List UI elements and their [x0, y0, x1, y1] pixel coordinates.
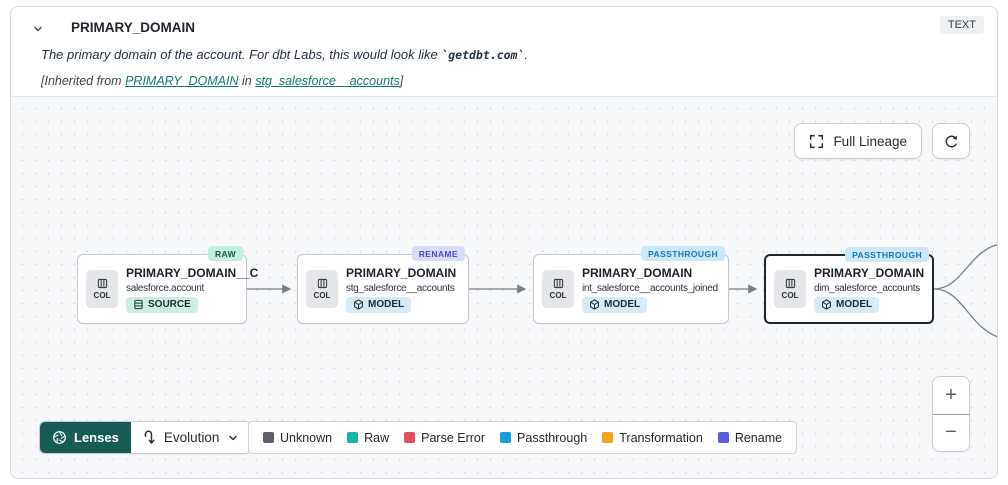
inherited-from-line: [Inherited from PRIMARY_DOMAIN in stg_sa…	[41, 74, 404, 88]
legend-swatch	[500, 432, 512, 443]
model-icon	[590, 299, 599, 310]
node-subtitle: stg_salesforce__accounts	[346, 282, 455, 294]
lineage-node-dim-selected[interactable]: PASSTHROUGH COL PRIMARY_DOMAIN dim_sales…	[764, 247, 934, 324]
lens-selector-dropdown[interactable]: Evolution	[130, 422, 251, 453]
col-chip-label: COL	[549, 291, 567, 300]
column-description: The primary domain of the account. For d…	[41, 47, 529, 62]
node-body: PRIMARY_DOMAIN dim_salesforce_accounts M…	[814, 266, 924, 313]
resource-badge: SOURCE	[126, 296, 198, 313]
selected-lens-label: Evolution	[163, 430, 220, 445]
lineage-node-staging[interactable]: RENAME COL PRIMARY_DOMAIN stg_salesforce…	[297, 246, 469, 324]
status-badge: PASSTHROUGH	[845, 247, 929, 262]
node-body: PRIMARY_DOMAIN stg_salesforce__accounts …	[346, 266, 456, 313]
resource-label: MODEL	[368, 299, 405, 310]
column-lineage-panel: PRIMARY_DOMAIN TEXT The primary domain o…	[10, 6, 998, 479]
lenses-button[interactable]: Lenses	[40, 422, 131, 453]
source-icon	[134, 299, 143, 310]
legend-item: Parse Error	[404, 431, 485, 445]
column-chip: COL	[542, 270, 574, 308]
inherited-column-link[interactable]: PRIMARY_DOMAIN	[125, 74, 239, 88]
zoom-in-button[interactable]: +	[933, 377, 969, 415]
status-badge: RENAME	[411, 246, 465, 261]
aperture-icon	[53, 431, 66, 444]
resource-badge: MODEL	[814, 296, 880, 313]
column-icon	[785, 278, 795, 289]
column-chip: COL	[774, 270, 806, 308]
node-title: PRIMARY_DOMAIN	[346, 265, 457, 280]
col-chip-label: COL	[93, 291, 111, 300]
lineage-node-source[interactable]: RAW COL PRIMARY_DOMAIN__C salesforce.acc…	[77, 246, 259, 324]
legend-swatch	[602, 432, 614, 443]
column-chip: COL	[306, 270, 338, 308]
legend-item: Passthrough	[500, 431, 587, 445]
legend-label: Rename	[734, 430, 783, 445]
zoom-out-button[interactable]: −	[933, 414, 969, 451]
legend-item: Rename	[717, 430, 783, 445]
col-chip-label: COL	[781, 291, 799, 300]
legend-swatch	[404, 432, 416, 443]
legend-swatch	[717, 432, 729, 443]
expand-icon	[810, 134, 824, 148]
collapse-chevron-icon[interactable]	[31, 22, 45, 36]
description-code: `getdbt.com`	[441, 48, 525, 62]
lineage-node-intermediate[interactable]: PASSTHROUGH COL PRIMARY_DOMAIN int_sales…	[533, 246, 729, 324]
node-body: PRIMARY_DOMAIN int_salesforce__accounts_…	[582, 266, 718, 313]
resource-label: MODEL	[836, 299, 873, 310]
node-subtitle: dim_salesforce_accounts	[814, 282, 920, 294]
node-title: PRIMARY_DOMAIN	[582, 265, 693, 280]
col-chip-label: COL	[313, 291, 331, 300]
legend-label: Unknown	[280, 430, 333, 445]
inherited-model-link[interactable]: stg_salesforce__accounts	[255, 74, 400, 88]
full-lineage-label: Full Lineage	[833, 133, 907, 149]
refresh-icon	[945, 135, 957, 147]
legend-item: Raw	[347, 431, 389, 445]
column-title: PRIMARY_DOMAIN	[71, 20, 196, 35]
header: PRIMARY_DOMAIN TEXT The primary domain o…	[11, 7, 997, 96]
status-badge: RAW	[207, 246, 243, 261]
chevron-down-icon	[229, 435, 238, 440]
legend-label: Raw	[364, 430, 390, 445]
resource-label: SOURCE	[148, 299, 191, 310]
status-badge: PASSTHROUGH	[641, 246, 725, 261]
resource-label: MODEL	[604, 299, 641, 310]
lens-controls: Lenses Evolution	[39, 421, 252, 454]
model-icon	[354, 299, 363, 310]
refresh-button[interactable]	[932, 123, 970, 159]
legend-label: Transformation	[619, 430, 703, 445]
column-chip: COL	[86, 270, 118, 308]
legend-label: Parse Error	[421, 430, 486, 445]
column-icon	[553, 278, 563, 289]
full-lineage-button[interactable]: Full Lineage	[794, 123, 922, 159]
legend-label: Passthrough	[517, 430, 588, 445]
zoom-controls: + −	[932, 376, 970, 452]
resource-badge: MODEL	[346, 296, 412, 313]
evolution-legend: Unknown Raw Parse Error Passthrough Tran…	[248, 421, 798, 454]
legend-item: Transformation	[602, 431, 703, 445]
lenses-label: Lenses	[74, 430, 119, 445]
legend-swatch	[347, 432, 359, 443]
column-type-badge: TEXT	[939, 16, 984, 34]
evolution-icon	[144, 430, 155, 444]
model-icon	[822, 299, 831, 310]
resource-badge: MODEL	[582, 296, 648, 313]
legend-swatch	[263, 432, 274, 443]
node-subtitle: int_salesforce__accounts_joined	[582, 282, 718, 294]
column-icon	[317, 278, 327, 289]
column-icon	[97, 278, 107, 289]
node-subtitle: salesforce.account	[126, 282, 204, 294]
node-title: PRIMARY_DOMAIN__C	[126, 265, 259, 280]
lineage-canvas[interactable]: Full Lineage RAW COL PRIMARY_DOMAIN__C s	[11, 96, 997, 478]
node-title: PRIMARY_DOMAIN	[814, 265, 925, 280]
legend-item: Unknown	[263, 431, 332, 445]
node-body: PRIMARY_DOMAIN__C salesforce.account SOU…	[126, 265, 259, 313]
